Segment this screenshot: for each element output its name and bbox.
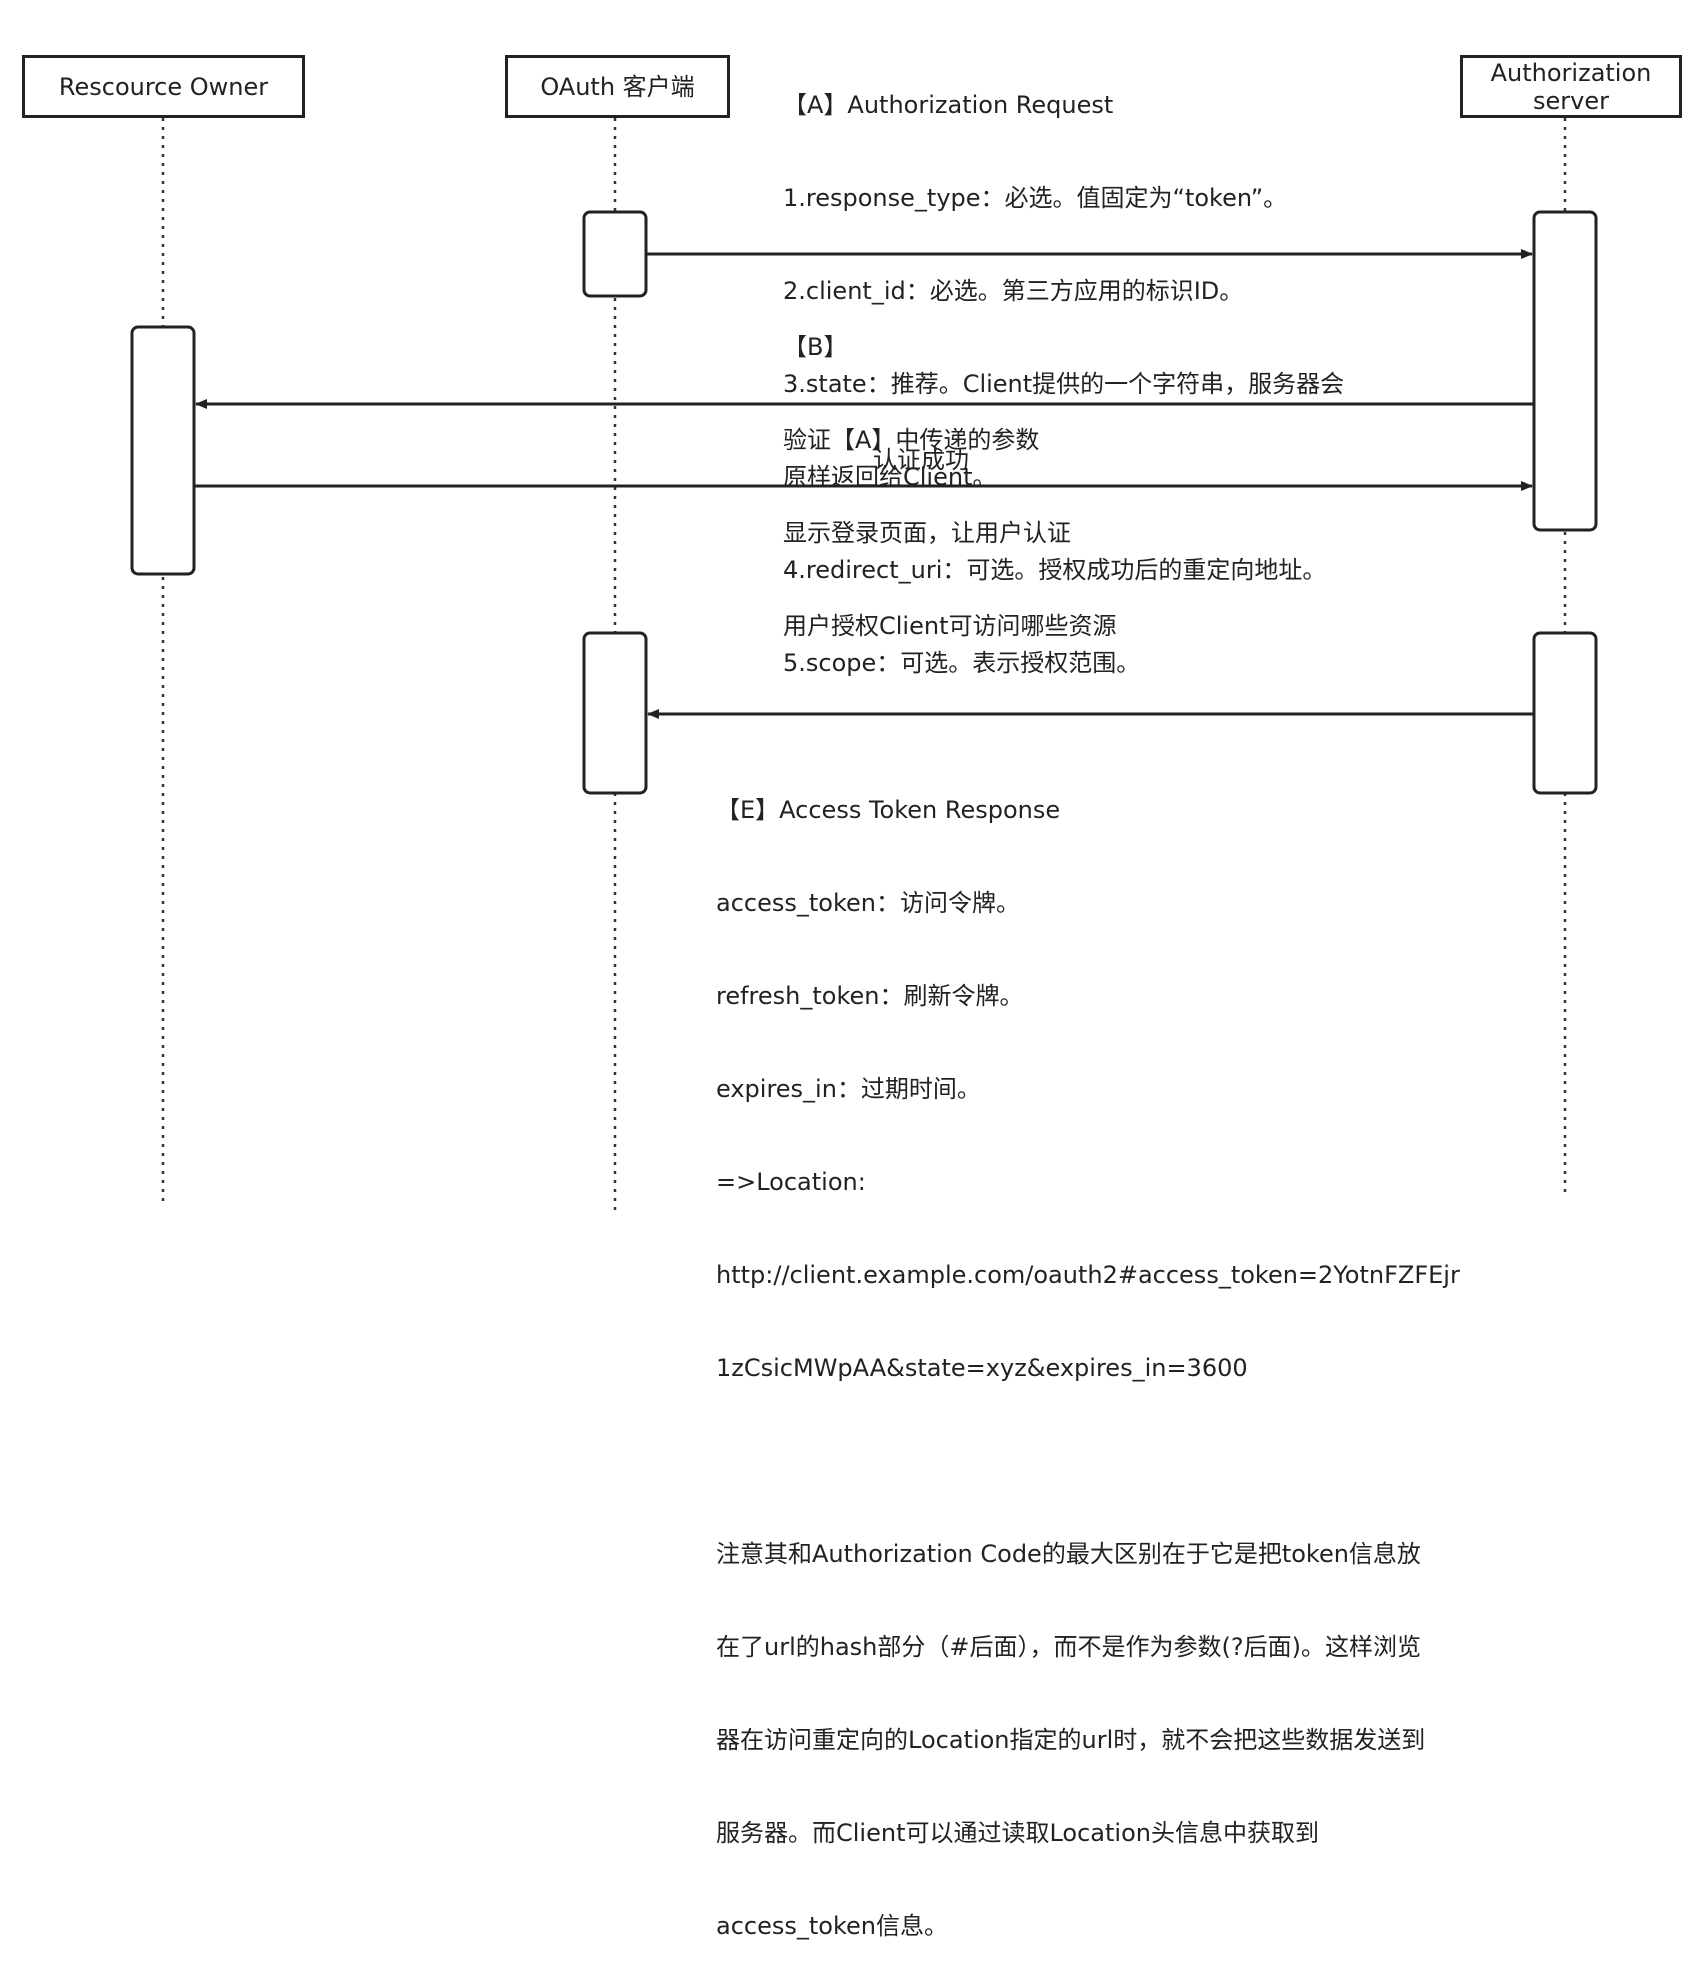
message-a-line: 原样返回给Client。 <box>783 463 997 491</box>
activation-server-1 <box>1532 210 1598 532</box>
message-c-label: 认证成功 <box>873 446 969 474</box>
message-a-line: 1.response_type：必选。值固定为“token”。 <box>783 184 1288 212</box>
message-a-line: 【A】Authorization Request <box>783 91 1114 119</box>
message-e-line: 1zCsicMWpAA&state=xyz&expires_in=3600 <box>716 1354 1248 1382</box>
message-e-line: http://client.example.com/oauth2#access_… <box>716 1261 1460 1289</box>
activation-client-1 <box>582 210 648 298</box>
actor-oauth-client: OAuth 客户端 <box>505 55 730 118</box>
message-a-line: 2.client_id：必选。第三方应用的标识ID。 <box>783 277 1244 305</box>
message-b-line: 显示登录页面，让用户认证 <box>783 519 1071 547</box>
message-a-line: 3.state：推荐。Client提供的一个字符串，服务器会 <box>783 370 1345 398</box>
actor-authorization-server-label-line2: server <box>1533 86 1609 115</box>
sequence-diagram <box>130 118 1598 1210</box>
message-e-line: refresh_token：刷新令牌。 <box>716 982 1024 1010</box>
message-e-line: access_token：访问令牌。 <box>716 889 1020 917</box>
message-e-note: 【E】Access Token Response access_token：访问… <box>716 733 1460 1973</box>
actor-authorization-server-label-line1: Authorization <box>1490 58 1652 87</box>
actor-authorization-server: Authorization server <box>1460 55 1682 118</box>
activation-resource-owner <box>130 325 196 576</box>
activation-client-2 <box>582 631 648 795</box>
message-e-line: =>Location: <box>716 1168 866 1196</box>
message-e-line: access_token信息。 <box>716 1912 948 1940</box>
message-e-line: 【E】Access Token Response <box>716 796 1061 824</box>
message-e-line: 在了url的hash部分（#后面），而不是作为参数(?后面)。这样浏览 <box>716 1633 1421 1661</box>
message-a-line: 4.redirect_uri：可选。授权成功后的重定向地址。 <box>783 556 1327 584</box>
message-b-line: 用户授权Client可访问哪些资源 <box>783 612 1117 640</box>
message-b-line: 【B】 <box>783 333 848 361</box>
message-e-line: expires_in：过期时间。 <box>716 1075 981 1103</box>
actor-oauth-client-label: OAuth 客户端 <box>540 72 695 101</box>
message-b-line: 验证【A】中传递的参数 <box>783 426 1040 454</box>
message-b-note: 【B】 验证【A】中传递的参数 显示登录页面，让用户认证 用户授权Client可… <box>783 270 1116 673</box>
actor-resource-owner: Rescource Owner <box>22 55 305 118</box>
message-e-line: 注意其和Authorization Code的最大区别在于它是把token信息放 <box>716 1540 1421 1568</box>
message-e-line <box>716 1446 1460 1477</box>
activation-server-2 <box>1532 631 1598 795</box>
actor-resource-owner-label: Rescource Owner <box>58 72 269 101</box>
message-e-line: 器在访问重定向的Location指定的url时，就不会把这些数据发送到 <box>716 1726 1426 1754</box>
message-a-note: 【A】Authorization Request 1.response_type… <box>783 28 1344 710</box>
message-a-line: 5.scope：可选。表示授权范围。 <box>783 649 1141 677</box>
message-e-line: 服务器。而Client可以通过读取Location头信息中获取到 <box>716 1819 1319 1847</box>
